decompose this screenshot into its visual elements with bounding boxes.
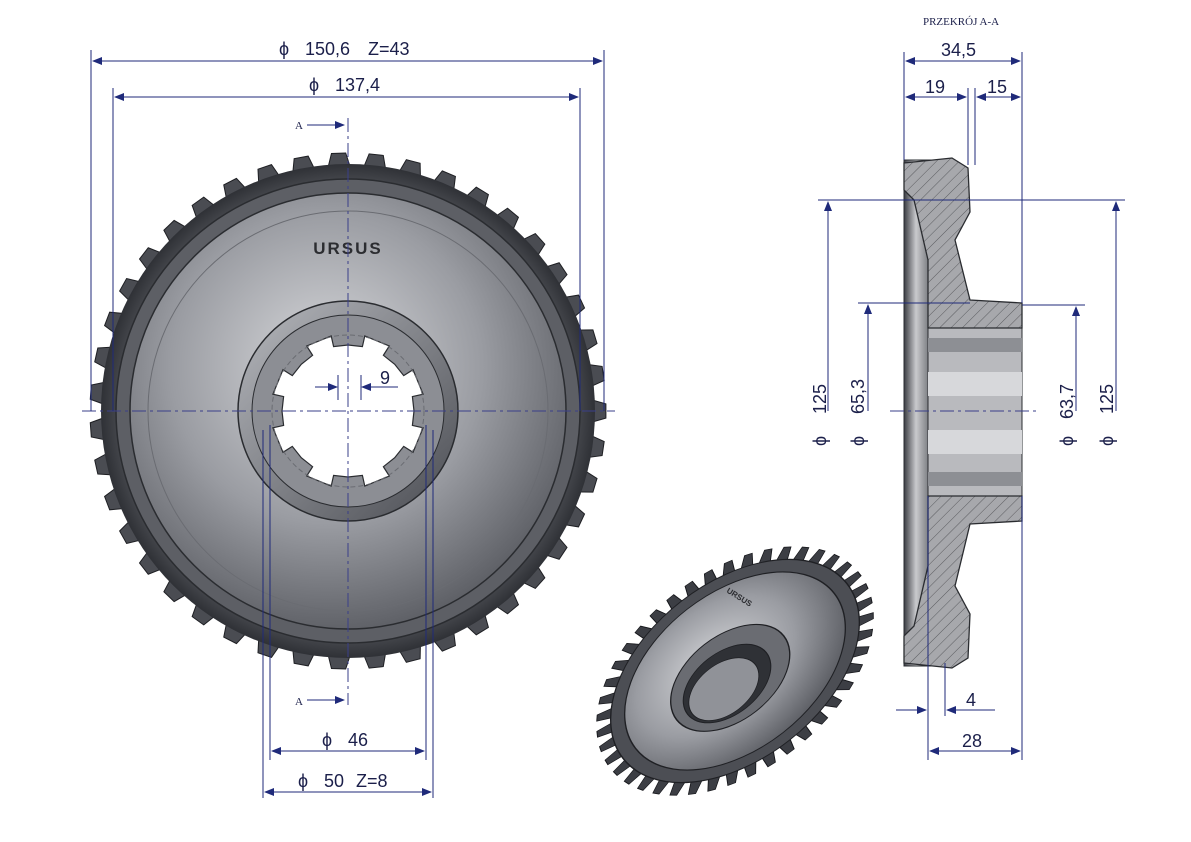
dim-root-diameter-value: 137,4 [335, 75, 380, 95]
spline-groove-1 [928, 338, 1022, 352]
dim-d-left-1: ϕ 125 [810, 199, 968, 446]
dim-width-right: 15 [974, 77, 1021, 165]
section-marker-top: A [295, 120, 345, 132]
dim-d-right-2-value: 125 [1097, 384, 1117, 414]
dim-d-left-1-symbol: ϕ [810, 436, 830, 446]
dim-spline-width: 9 [315, 368, 398, 400]
brand-logo: URSUS [313, 239, 383, 258]
dim-d-left-1-value: 125 [810, 384, 830, 414]
dim-outer-diameter: ϕ 150,6 Z=43 [90, 39, 605, 411]
isometric-gear-spline [688, 657, 760, 722]
dim-chamfer-value: 4 [966, 690, 976, 710]
section-spline-bore [927, 327, 1023, 497]
dim-d-right-1-symbol: ϕ [1057, 436, 1077, 446]
section-marker-bottom: A [295, 696, 345, 708]
dim-d-right-2: ϕ 125 [968, 199, 1125, 446]
dim-outer-diameter-symbol: ϕ [279, 39, 289, 59]
dim-width-left-value: 19 [925, 77, 945, 97]
section-marker-bottom-label: A [295, 696, 303, 708]
dim-width-left: 19 [905, 77, 969, 165]
dim-root-diameter-symbol: ϕ [309, 75, 319, 95]
dim-total-width: 34,5 [903, 40, 1023, 303]
dim-spline-inner-symbol: ϕ [322, 730, 332, 750]
dim-spline-outer-symbol: ϕ [298, 771, 308, 791]
dim-spline-width-value: 9 [380, 368, 390, 388]
dim-d-left-2-value: 65,3 [848, 379, 868, 414]
dim-d-right-1-value: 63,7 [1057, 384, 1077, 419]
dim-spline-outer-value: 50 [324, 771, 344, 791]
dim-spline-outer: ϕ 50 Z=8 [262, 430, 434, 798]
dim-chamfer: 4 [896, 663, 995, 716]
dim-root-diameter: ϕ 137,4 [112, 75, 581, 411]
dim-d-left-2: ϕ 65,3 [848, 302, 970, 446]
dim-d-right-1: ϕ 63,7 [1022, 304, 1085, 446]
section-view [903, 157, 1023, 669]
spline-groove-2 [928, 372, 1022, 396]
spline-groove-4 [928, 472, 1022, 486]
dim-spline-inner-value: 46 [348, 730, 368, 750]
dim-hub-length-value: 28 [962, 731, 982, 751]
dim-spline-teeth: Z=8 [356, 771, 388, 791]
isometric-gear-view [596, 546, 874, 796]
dim-d-left-2-symbol: ϕ [848, 436, 868, 446]
spline-groove-3 [928, 430, 1022, 454]
dim-outer-diameter-value: 150,6 [305, 39, 350, 59]
dim-spline-inner: ϕ 46 [269, 425, 427, 760]
dim-hub-length: 28 [927, 496, 1023, 760]
section-title: PRZEKRÓJ A-A [923, 16, 999, 28]
dim-width-right-value: 15 [987, 77, 1007, 97]
spline-outer-circle [271, 334, 425, 488]
dim-outer-teeth: Z=43 [368, 39, 410, 59]
section-marker-top-label: A [295, 120, 303, 132]
dim-total-width-value: 34,5 [941, 40, 976, 60]
dim-d-right-2-symbol: ϕ [1097, 436, 1117, 446]
